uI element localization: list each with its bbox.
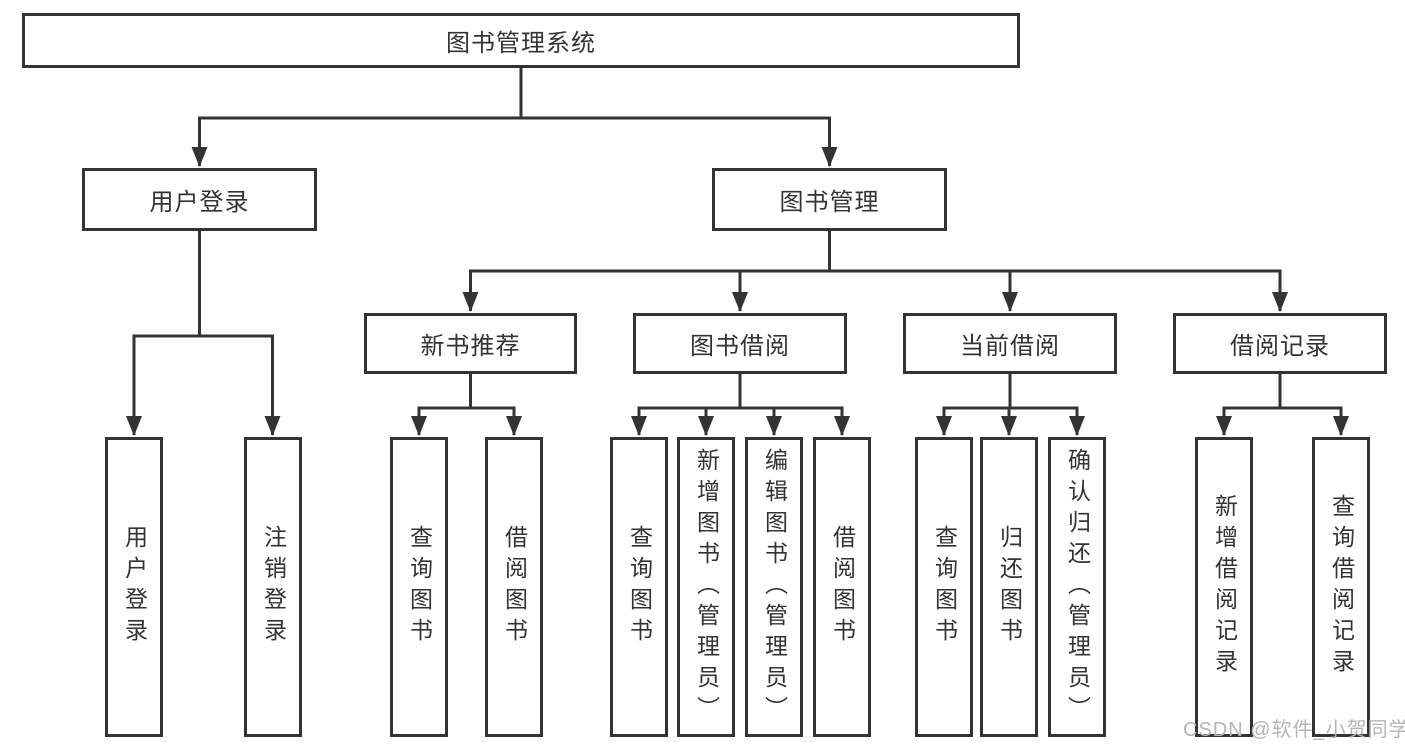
leaf-borrow-books-1: 借阅图书 [485,437,543,737]
csdn-watermark: CSDN @软件_小贺同学 [1183,719,1405,741]
leaf-confirm-return-admin: 确认归还（管理员） [1048,437,1106,737]
leaf-query-books-3: 查询图书 [915,437,973,737]
leaf-borrow-books-2-label: 借阅图书 [829,525,856,649]
leaf-add-borrow-record-label: 新增借阅记录 [1211,494,1238,680]
leaf-confirm-return-admin-label: 确认归还（管理员） [1064,447,1091,727]
leaf-query-borrow-record-label: 查询借阅记录 [1328,494,1355,680]
leaf-edit-book-admin-label: 编辑图书（管理员） [761,447,788,727]
leaf-add-book-admin: 新增图书（管理员） [677,437,735,737]
node-book-borrowing: 图书借阅 [633,313,847,374]
leaf-return-book: 归还图书 [980,437,1038,737]
leaf-add-book-admin-label: 新增图书（管理员） [693,447,720,727]
node-root-system: 图书管理系统 [22,13,1020,68]
leaf-query-books-3-label: 查询图书 [931,525,958,649]
leaf-query-books-1-label: 查询图书 [406,525,433,649]
leaf-query-books-1: 查询图书 [390,437,448,737]
node-user-login: 用户登录 [82,168,317,231]
node-borrowing-records: 借阅记录 [1173,313,1387,374]
leaf-add-borrow-record: 新增借阅记录 [1195,437,1253,737]
node-new-book-recommend: 新书推荐 [364,313,577,374]
leaf-logout-label: 注销登录 [260,525,287,649]
node-current-borrowing: 当前借阅 [903,313,1117,374]
node-book-management: 图书管理 [712,168,947,231]
leaf-query-books-2-label: 查询图书 [626,525,653,649]
leaf-query-books-2: 查询图书 [610,437,668,737]
leaf-borrow-books-1-label: 借阅图书 [501,525,528,649]
leaf-borrow-books-2: 借阅图书 [813,437,871,737]
leaf-user-login: 用户登录 [105,437,163,737]
leaf-return-book-label: 归还图书 [996,525,1023,649]
leaf-user-login-label: 用户登录 [121,525,148,649]
leaf-edit-book-admin: 编辑图书（管理员） [745,437,803,737]
leaf-logout: 注销登录 [244,437,302,737]
leaf-query-borrow-record: 查询借阅记录 [1312,437,1370,737]
